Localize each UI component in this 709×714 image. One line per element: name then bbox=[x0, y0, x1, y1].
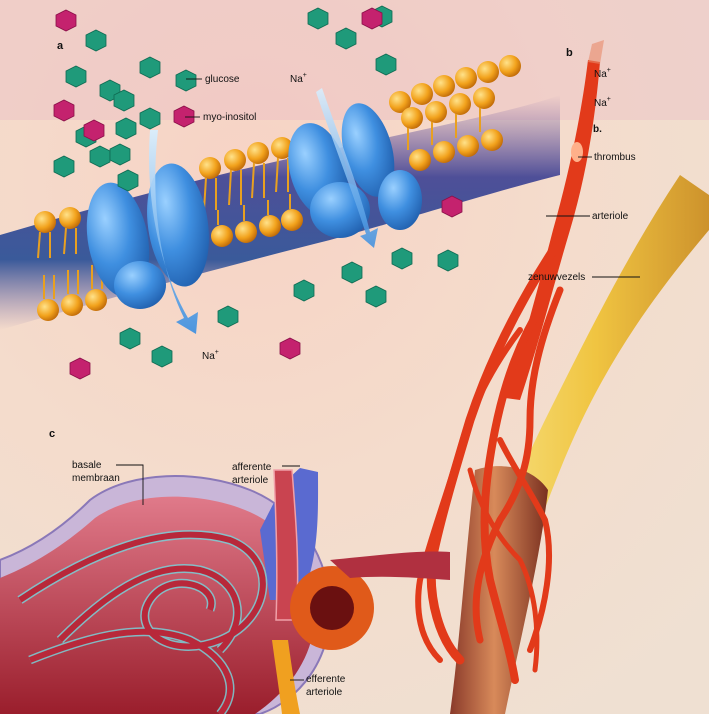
basale-label-line1: basale bbox=[72, 460, 102, 471]
panel-b-letter: b bbox=[566, 47, 573, 59]
zenuwvezels-label: zenuwvezels bbox=[528, 272, 585, 283]
tubule-lumen bbox=[310, 586, 354, 630]
glucose-label: glucose bbox=[205, 74, 240, 85]
myo-inositol-label: myo-inositol bbox=[203, 112, 256, 123]
afferente-label-line1: afferente bbox=[232, 462, 272, 473]
basale-label-line2: membraan bbox=[72, 473, 120, 484]
thrombus bbox=[571, 142, 583, 162]
thrombus-label: thrombus bbox=[594, 152, 636, 163]
arteriole-label: arteriole bbox=[592, 211, 629, 222]
efferente-label-line2: arteriole bbox=[306, 687, 343, 698]
panel-a-letter: a bbox=[57, 40, 64, 52]
efferente-label-line1: efferente bbox=[306, 674, 346, 685]
panel-c-letter: c bbox=[49, 428, 55, 440]
afferente-label-line2: arteriole bbox=[232, 475, 269, 486]
b-letter-label: b. bbox=[593, 124, 602, 135]
